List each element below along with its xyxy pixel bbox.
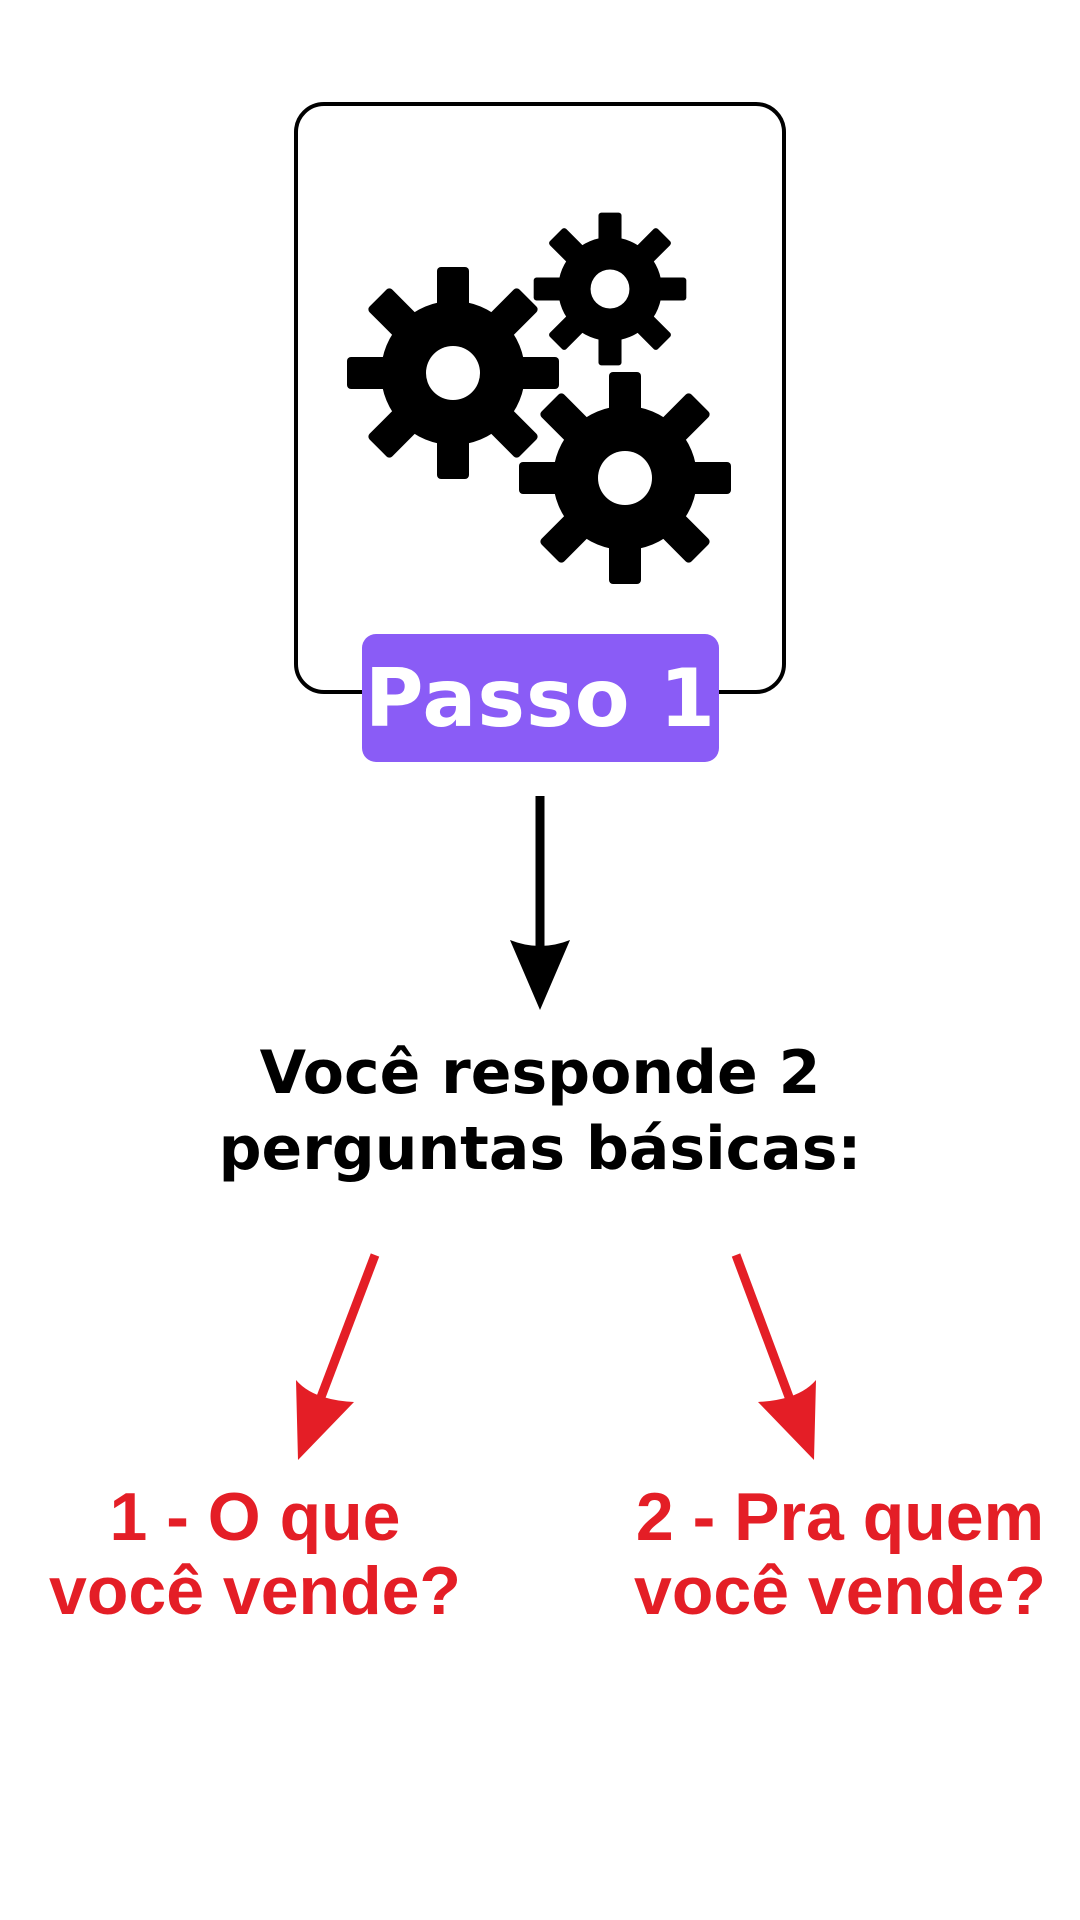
question-2-line-1: 2 - Pra quem	[635, 1479, 1045, 1555]
description-line-1: Você responde 2	[259, 1038, 821, 1108]
question-1-line-1: 1 - O que	[109, 1479, 401, 1555]
arrow-right-down-icon	[731, 1253, 816, 1460]
down-arrow-icon	[510, 796, 570, 1010]
question-1-line-2: você vende?	[49, 1553, 461, 1629]
question-1: 1 - O que você vende?	[20, 1480, 490, 1628]
arrow-left-down-icon	[296, 1253, 380, 1460]
description-line-2: perguntas básicas:	[218, 1114, 862, 1184]
step-label: Passo 1	[364, 651, 717, 745]
question-2: 2 - Pra quem você vende?	[600, 1480, 1080, 1628]
description-text: Você responde 2 perguntas básicas:	[140, 1035, 940, 1187]
question-2-line-2: você vende?	[634, 1553, 1046, 1629]
step-badge: Passo 1	[362, 634, 719, 762]
